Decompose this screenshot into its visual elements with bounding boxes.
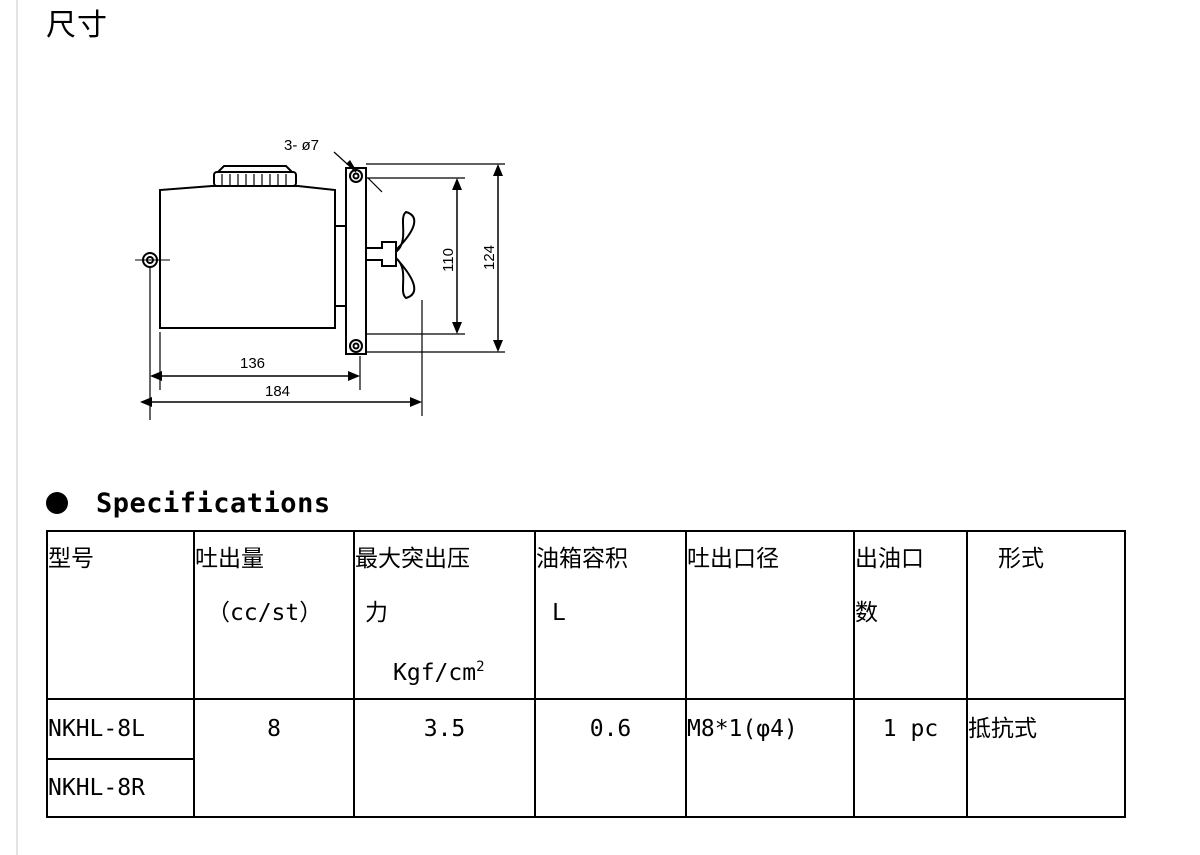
- header-model: 型号: [46, 530, 195, 700]
- holes-label: 3- ø7: [284, 137, 319, 154]
- specifications-heading: Specifications: [46, 484, 331, 522]
- displacement-cell: 8: [193, 698, 355, 818]
- dimension-drawing: 3- ø7 136 184 110 124: [135, 137, 505, 420]
- model-cell-1: NKHL-8L: [46, 698, 195, 760]
- max-pressure-cell: 3.5: [353, 698, 536, 818]
- h-inner-label: 110: [440, 248, 457, 272]
- tank-cell: 0.6: [534, 698, 687, 818]
- w-inner-label: 136: [240, 355, 265, 372]
- header-displacement: 吐出量 （cc/st）: [193, 530, 355, 700]
- page-title: 尺寸: [46, 8, 108, 43]
- h-outer-label: 124: [481, 245, 498, 270]
- specifications-table: 型号 吐出量 （cc/st） 最大突出压 力 Kgf/cm2 油箱容积 L 吐出…: [46, 530, 1126, 818]
- mounting-plate: [345, 167, 367, 355]
- outlet-dia-cell: M8*1(φ4): [685, 698, 855, 818]
- pump-body-outline: [159, 185, 336, 329]
- type-cell: 抵抗式: [966, 698, 1126, 818]
- left-margin-rule: [16, 0, 18, 855]
- bottom-hole: [349, 339, 363, 353]
- bullet-icon: [46, 492, 68, 514]
- header-outlets: 出油口 数: [853, 530, 968, 700]
- model-cell-2: NKHL-8R: [46, 758, 195, 818]
- table-header-row: 型号 吐出量 （cc/st） 最大突出压 力 Kgf/cm2 油箱容积 L 吐出…: [46, 530, 1126, 700]
- specifications-title: Specifications: [96, 487, 331, 519]
- header-max-pressure: 最大突出压 力 Kgf/cm2: [353, 530, 536, 700]
- oil-cap: [213, 171, 297, 187]
- header-tank: 油箱容积 L: [534, 530, 687, 700]
- outlets-cell: 1 pc: [853, 698, 968, 818]
- w-outer-label: 184: [265, 383, 290, 400]
- lever-handle: [365, 241, 397, 267]
- table-row: NKHL-8R: [46, 758, 1125, 818]
- header-type: 形式: [966, 530, 1126, 700]
- table-row: NKHL-8L 8 3.5 0.6 M8*1(φ4) 1 pc 抵抗式: [46, 698, 1126, 818]
- header-outlet-dia: 吐出口径: [685, 530, 855, 700]
